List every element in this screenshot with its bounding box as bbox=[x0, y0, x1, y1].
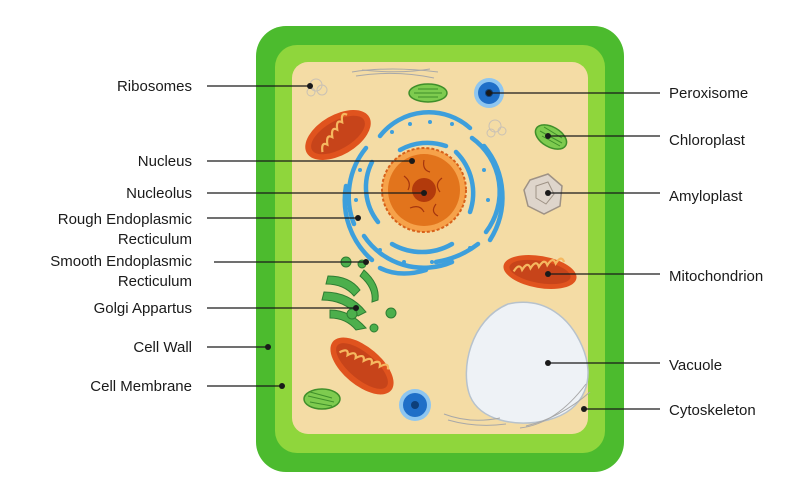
vacuole bbox=[465, 301, 589, 424]
leader-lines-right bbox=[489, 92, 660, 410]
label-peroxisome: Peroxisome bbox=[669, 85, 748, 102]
label-cell-membrane: Cell Membrane bbox=[90, 378, 192, 395]
label-cytoskeleton: Cytoskeleton bbox=[669, 402, 756, 419]
label-smooth-er-line1: Smooth Endoplasmic bbox=[50, 253, 192, 270]
label-mitochondrion: Mitochondrion bbox=[669, 268, 763, 285]
leader-lines-left bbox=[207, 85, 424, 387]
label-rough-er-line2: Recticulum bbox=[118, 231, 192, 248]
label-nucleolus: Nucleolus bbox=[126, 185, 192, 202]
amyloplast bbox=[523, 173, 563, 215]
labels-left: Ribosomes Nucleus Nucleolus Rough Endopl… bbox=[50, 78, 192, 395]
cytoskeleton-fibers-bottom bbox=[443, 383, 591, 429]
peroxisome-bottom bbox=[399, 389, 431, 421]
label-golgi: Golgi Appartus bbox=[94, 300, 192, 317]
label-amyloplast: Amyloplast bbox=[669, 188, 743, 205]
er-ribosome-dots bbox=[354, 120, 490, 264]
label-cell-wall: Cell Wall bbox=[133, 339, 192, 356]
labels-right: Peroxisome Chloroplast Amyloplast Mitoch… bbox=[669, 85, 763, 419]
label-smooth-er-line2: Recticulum bbox=[118, 273, 192, 290]
chloroplast-bottom bbox=[303, 388, 341, 410]
label-chloroplast: Chloroplast bbox=[669, 132, 746, 149]
ribosome-cluster bbox=[306, 78, 507, 138]
label-vacuole: Vacuole bbox=[669, 357, 722, 374]
mitochondrion-top-left bbox=[305, 110, 371, 160]
mitochondrion-bottom-left bbox=[330, 337, 394, 395]
chloroplast-right bbox=[534, 124, 568, 150]
label-rough-er-line1: Rough Endoplasmic bbox=[58, 211, 193, 228]
mitochondrion-right bbox=[503, 254, 577, 290]
leader-dots-right bbox=[486, 90, 587, 412]
leader-dots-left bbox=[265, 83, 427, 389]
cytoskeleton-fibers-top bbox=[351, 68, 439, 79]
endoplasmic-reticulum bbox=[342, 110, 505, 276]
chloroplast-top bbox=[408, 83, 448, 103]
label-nucleus: Nucleus bbox=[138, 153, 192, 170]
label-ribosomes: Ribosomes bbox=[117, 78, 192, 95]
